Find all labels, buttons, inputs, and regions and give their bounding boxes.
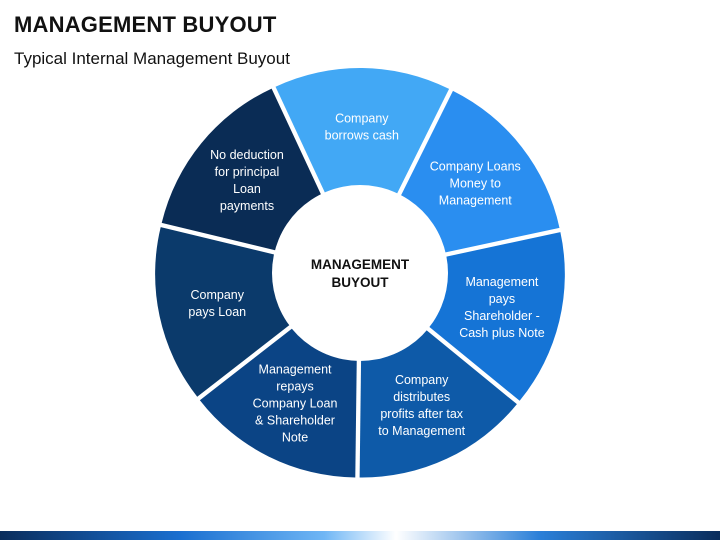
page-subtitle: Typical Internal Management Buyout [14, 49, 290, 68]
page-title: MANAGEMENT BUYOUT [14, 12, 277, 37]
center-circle [272, 185, 448, 361]
footer-gradient-bar [0, 531, 720, 540]
segment-company-borrows-cash [275, 68, 450, 269]
